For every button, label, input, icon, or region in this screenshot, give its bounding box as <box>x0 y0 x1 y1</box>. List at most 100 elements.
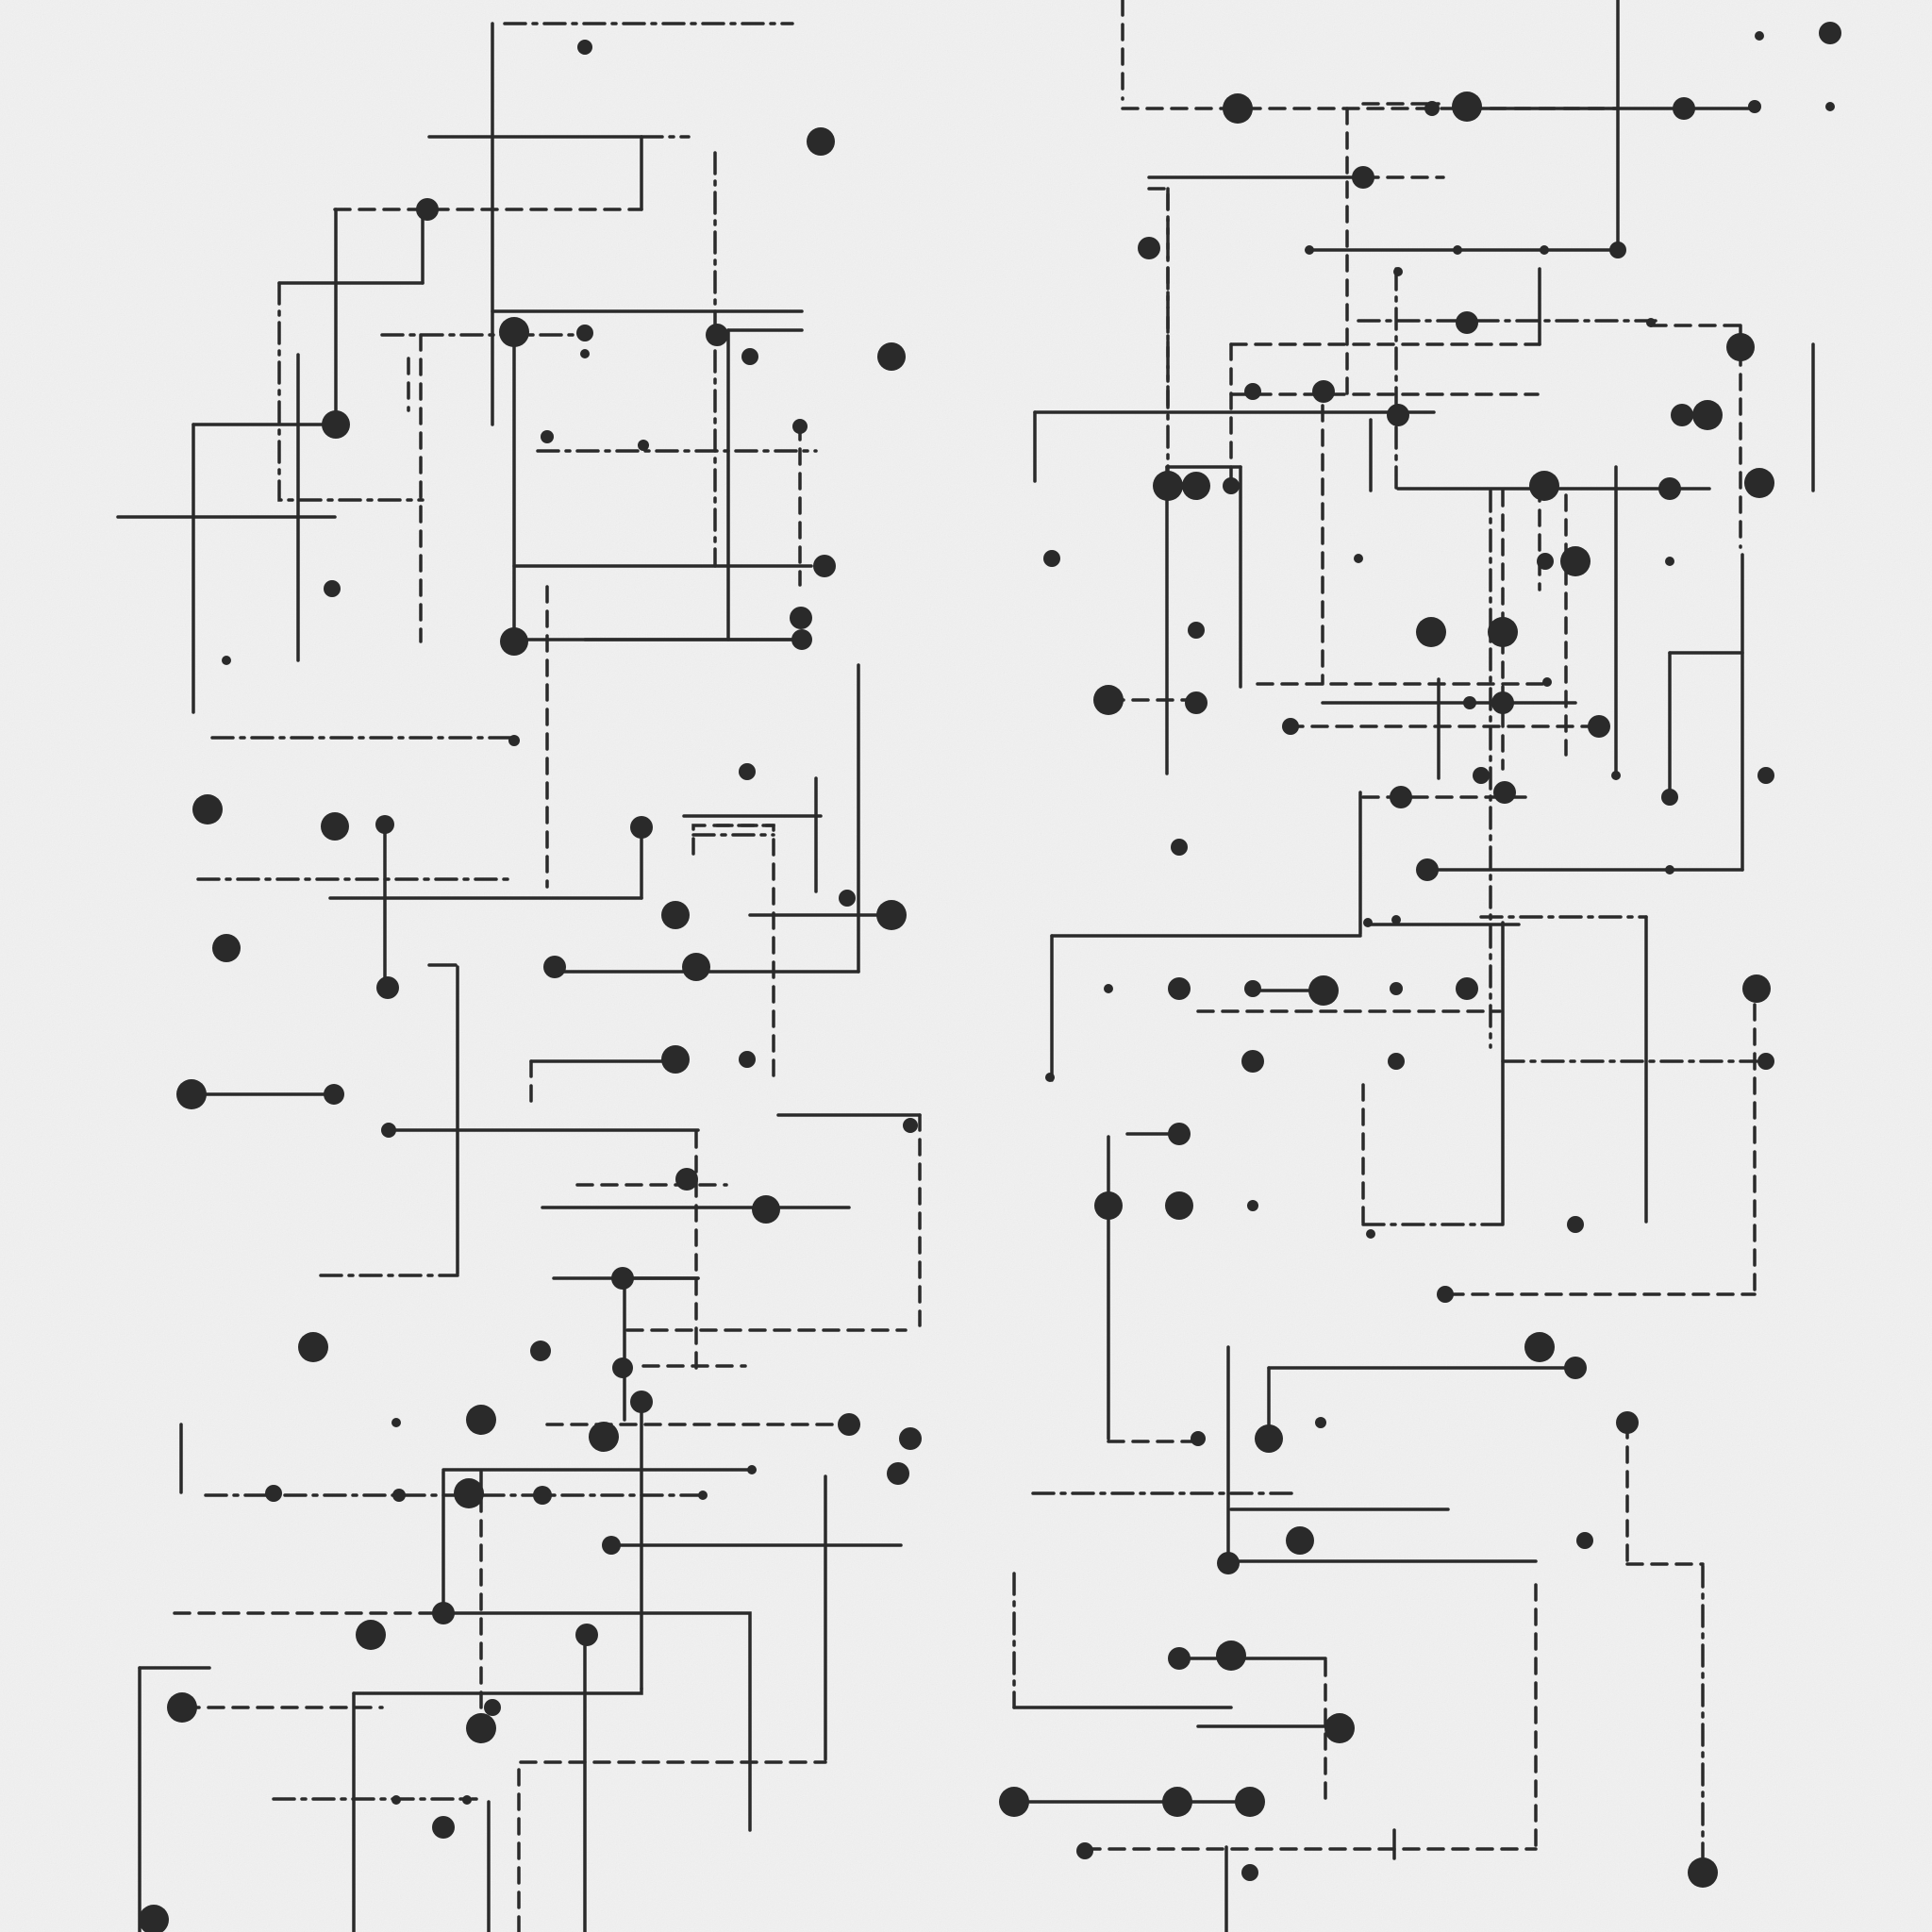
ink-dot <box>391 1795 401 1805</box>
ink-dot <box>661 1045 690 1074</box>
ink-dot <box>1312 380 1335 403</box>
ink-dot <box>1076 1842 1093 1859</box>
ink-dot <box>381 1123 396 1138</box>
ink-dot <box>265 1485 282 1502</box>
ink-dot <box>1542 677 1552 687</box>
ink-dot <box>1564 1357 1587 1379</box>
ink-dot <box>1162 1787 1192 1817</box>
ink-dot <box>1560 546 1591 576</box>
ink-dot <box>682 953 710 981</box>
ink-dot <box>999 1787 1029 1817</box>
ink-dot <box>1576 1532 1593 1549</box>
ink-dot <box>575 1624 598 1646</box>
ink-dot <box>1658 477 1681 500</box>
ink-dot <box>1390 982 1403 995</box>
ink-dot <box>1363 918 1373 927</box>
ink-dot <box>192 794 223 824</box>
ink-dot <box>1165 1191 1193 1220</box>
ink-dot <box>541 430 554 443</box>
ink-dot <box>611 1267 634 1290</box>
ink-dot <box>139 1905 169 1932</box>
ink-dot <box>739 763 756 780</box>
ink-dot <box>1366 1229 1375 1239</box>
ink-dot <box>1223 93 1253 124</box>
ink-dot <box>324 1084 344 1105</box>
ink-dot <box>1540 245 1549 255</box>
ink-path <box>277 281 425 502</box>
ink-dot <box>1453 245 1462 255</box>
ink-dot <box>454 1478 484 1508</box>
ink-dot <box>1305 245 1314 255</box>
ink-dot <box>530 1341 551 1361</box>
ink-path <box>517 1760 827 1932</box>
ink-dot <box>1452 92 1482 122</box>
ink-dot <box>1093 685 1124 715</box>
ink-dot <box>1043 550 1060 567</box>
ink-dot <box>1354 554 1363 563</box>
ink-dot <box>1493 781 1516 804</box>
ink-dot <box>741 348 758 365</box>
ink-dot <box>706 324 728 346</box>
ink-dot <box>1168 1123 1191 1145</box>
dots-layer <box>139 22 1841 1932</box>
ink-dot <box>1673 97 1695 120</box>
ink-dot <box>1241 1050 1264 1073</box>
ink-dot <box>1235 1787 1265 1817</box>
ink-dot <box>1748 100 1761 113</box>
ink-dot <box>356 1620 386 1650</box>
ink-dot <box>1391 915 1401 924</box>
ink-dot <box>1308 975 1339 1006</box>
ink-dot <box>577 40 592 55</box>
ink-dot <box>792 419 808 434</box>
ink-dot <box>1665 557 1674 566</box>
ink-dot <box>1473 767 1490 784</box>
ink-dot <box>576 325 593 341</box>
ink-dot <box>1692 400 1723 430</box>
ink-dot <box>432 1816 455 1839</box>
ink-dot <box>1491 691 1514 714</box>
ink-dot <box>321 812 349 841</box>
ink-dot <box>392 1489 406 1502</box>
ink-dot <box>1819 22 1841 44</box>
ink-dot <box>602 1536 621 1555</box>
ink-dot <box>1661 789 1678 806</box>
ink-dot <box>1094 1191 1123 1220</box>
ink-dot <box>1244 980 1261 997</box>
ink-dot <box>876 900 907 930</box>
ink-dot <box>533 1486 552 1505</box>
ink-dot <box>1352 166 1374 189</box>
ink-dot <box>322 410 350 439</box>
ink-dot <box>1744 468 1774 498</box>
ink-dot <box>1537 553 1554 570</box>
ink-dot <box>500 627 528 656</box>
ink-dot <box>1825 102 1835 111</box>
ink-dot <box>1104 984 1113 993</box>
ink-dot <box>790 607 812 629</box>
ink-dot <box>589 1422 619 1452</box>
ink-dot <box>1424 101 1440 116</box>
ink-dot <box>747 1465 757 1474</box>
ink-dot <box>1244 383 1261 400</box>
ink-dot <box>1324 1713 1355 1743</box>
ink-dot <box>752 1195 780 1224</box>
ink-dot <box>499 317 529 347</box>
ink-dot <box>1138 237 1160 259</box>
ink-dot <box>1387 404 1409 426</box>
ink-dot <box>1671 404 1693 426</box>
ink-dot <box>1393 267 1403 276</box>
ink-dot <box>1611 771 1621 780</box>
ink-dot <box>1223 477 1240 494</box>
ink-dot <box>1188 622 1205 639</box>
ink-dot <box>375 815 394 834</box>
ink-dot <box>222 656 231 665</box>
ink-dot <box>813 555 836 577</box>
ink-dot <box>1757 1053 1774 1070</box>
ink-dot <box>1255 1424 1283 1453</box>
ink-dot <box>877 342 906 371</box>
ink-dot <box>1241 1864 1258 1881</box>
ink-path <box>691 824 775 1087</box>
ink-dot <box>508 735 520 746</box>
